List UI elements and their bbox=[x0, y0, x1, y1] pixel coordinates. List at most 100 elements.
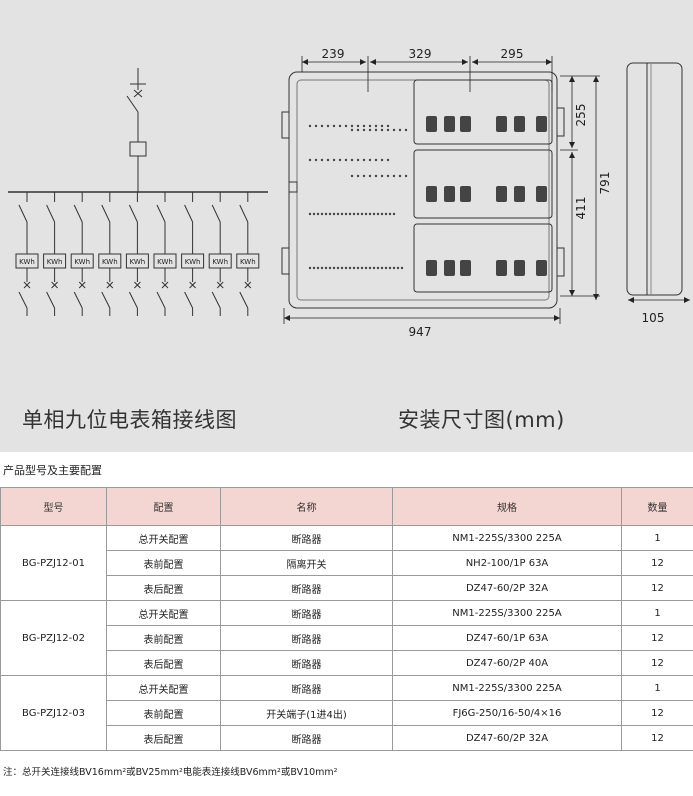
meter-unit bbox=[496, 260, 507, 276]
dim-top-c: 295 bbox=[501, 47, 524, 61]
terminal-dot bbox=[344, 266, 348, 270]
terminal-dot bbox=[352, 212, 356, 216]
terminal-dot bbox=[386, 124, 390, 128]
section-title: 产品型号及主要配置 bbox=[3, 464, 102, 477]
terminal-dot bbox=[360, 212, 364, 216]
name-cell: 断路器 bbox=[220, 625, 393, 651]
kwh-meter-label: KWh bbox=[19, 258, 35, 266]
meter-unit bbox=[460, 116, 471, 132]
terminal-dot bbox=[364, 266, 368, 270]
terminal-dot bbox=[332, 266, 336, 270]
terminal-dot bbox=[362, 174, 366, 178]
meter-unit bbox=[514, 116, 525, 132]
branch-switch-out bbox=[211, 291, 221, 309]
config-cell: 表后配置 bbox=[106, 575, 221, 601]
meter-branch: KWh bbox=[208, 192, 232, 316]
terminal-dot bbox=[374, 174, 378, 178]
main-breaker-box bbox=[129, 141, 147, 157]
branch-switch-out bbox=[101, 291, 111, 309]
wiring-diagram-caption: 单相九位电表箱接线图 bbox=[22, 408, 237, 432]
meter-branch: KWh bbox=[98, 192, 122, 316]
terminal-dot bbox=[380, 212, 384, 216]
kwh-meter-label: KWh bbox=[130, 258, 146, 266]
model-cell: BG-PZJ12-03 bbox=[0, 675, 107, 751]
table-row: 表后配置 断路器 DZ47-60/2P 32A 12 bbox=[1, 575, 693, 601]
meter-unit bbox=[514, 260, 525, 276]
terminal-dot bbox=[308, 266, 312, 270]
terminal-dot bbox=[356, 124, 360, 128]
terminal-dot bbox=[350, 174, 354, 178]
branch-switch-in bbox=[101, 204, 111, 223]
terminal-dot bbox=[312, 266, 316, 270]
meter-branch: KWh bbox=[15, 192, 39, 316]
table-row: BG-PZJ12-02 总开关配置 断路器 NM1-225S/3300 225A… bbox=[0, 600, 693, 676]
terminal-dot bbox=[376, 266, 380, 270]
kwh-meter-label: KWh bbox=[47, 258, 63, 266]
spec-cell: DZ47-60/2P 32A bbox=[392, 575, 622, 601]
terminal-dot bbox=[340, 266, 344, 270]
qty-cell: 12 bbox=[621, 725, 693, 751]
kwh-meter-label: KWh bbox=[102, 258, 118, 266]
terminal-dot bbox=[356, 158, 360, 162]
terminal-dot bbox=[368, 124, 372, 128]
terminal-dot bbox=[388, 212, 392, 216]
name-cell: 开关端子(1进4出) bbox=[220, 700, 393, 726]
terminal-dot bbox=[392, 174, 396, 178]
config-cell: 总开关配置 bbox=[106, 600, 221, 626]
terminal-dot bbox=[368, 212, 372, 216]
terminal-dot bbox=[328, 212, 332, 216]
latch-top bbox=[556, 107, 565, 137]
terminal-dot bbox=[320, 212, 324, 216]
terminal-dot bbox=[380, 266, 384, 270]
meter-unit bbox=[426, 260, 437, 276]
branch-switch-in bbox=[18, 204, 28, 223]
terminal-dot bbox=[320, 124, 324, 128]
table-row: BG-PZJ12-03 总开关配置 断路器 NM1-225S/3300 225A… bbox=[0, 675, 693, 751]
kwh-meter-label: KWh bbox=[185, 258, 201, 266]
terminal-dot bbox=[316, 212, 320, 216]
meter-unit bbox=[444, 116, 455, 132]
terminal-dot bbox=[374, 128, 378, 132]
terminal-dot bbox=[362, 128, 366, 132]
kwh-meter-label: KWh bbox=[74, 258, 90, 266]
terminal-dot bbox=[384, 266, 388, 270]
branch-switch-in bbox=[211, 204, 221, 223]
branch-switch-in bbox=[128, 204, 138, 223]
meter-branch: KWh bbox=[236, 192, 260, 316]
dim-right-b: 411 bbox=[574, 197, 588, 220]
terminal-dot bbox=[356, 174, 360, 178]
meter-unit bbox=[496, 186, 507, 202]
installation-caption: 安装尺寸图(mm) bbox=[398, 408, 565, 432]
terminal-dot bbox=[332, 124, 336, 128]
terminal-dot bbox=[388, 266, 392, 270]
terminal-dot bbox=[404, 128, 408, 132]
terminal-dot bbox=[400, 266, 404, 270]
header-name: 名称 bbox=[220, 487, 393, 526]
terminal-dot bbox=[356, 266, 360, 270]
terminal-dot bbox=[332, 158, 336, 162]
kwh-meter-label: KWh bbox=[212, 258, 228, 266]
terminal-dot bbox=[380, 174, 384, 178]
meter-branch: KWh bbox=[43, 192, 67, 316]
terminal-dot bbox=[344, 124, 348, 128]
branch-switch-out bbox=[73, 291, 83, 309]
spec-cell: DZ47-60/2P 40A bbox=[392, 650, 622, 676]
spec-cell: NM1-225S/3300 225A bbox=[392, 600, 622, 626]
terminal-dot bbox=[348, 266, 352, 270]
hinge-top bbox=[281, 111, 290, 139]
terminal-dot bbox=[368, 266, 372, 270]
branch-switch-in bbox=[46, 204, 56, 223]
terminal-dot bbox=[312, 212, 316, 216]
config-cell: 总开关配置 bbox=[106, 675, 221, 701]
branch-switch-out bbox=[128, 291, 138, 309]
spec-cell: NM1-225S/3300 225A bbox=[392, 675, 622, 701]
terminal-dot bbox=[308, 212, 312, 216]
meter-unit bbox=[460, 260, 471, 276]
terminal-dot bbox=[392, 266, 396, 270]
main-switch-blade bbox=[126, 95, 139, 113]
config-cell: 表前配置 bbox=[106, 625, 221, 651]
table-row: 表前配置 隔离开关 NH2-100/1P 63A 12 bbox=[1, 550, 693, 576]
meter-panel-3 bbox=[413, 223, 553, 293]
